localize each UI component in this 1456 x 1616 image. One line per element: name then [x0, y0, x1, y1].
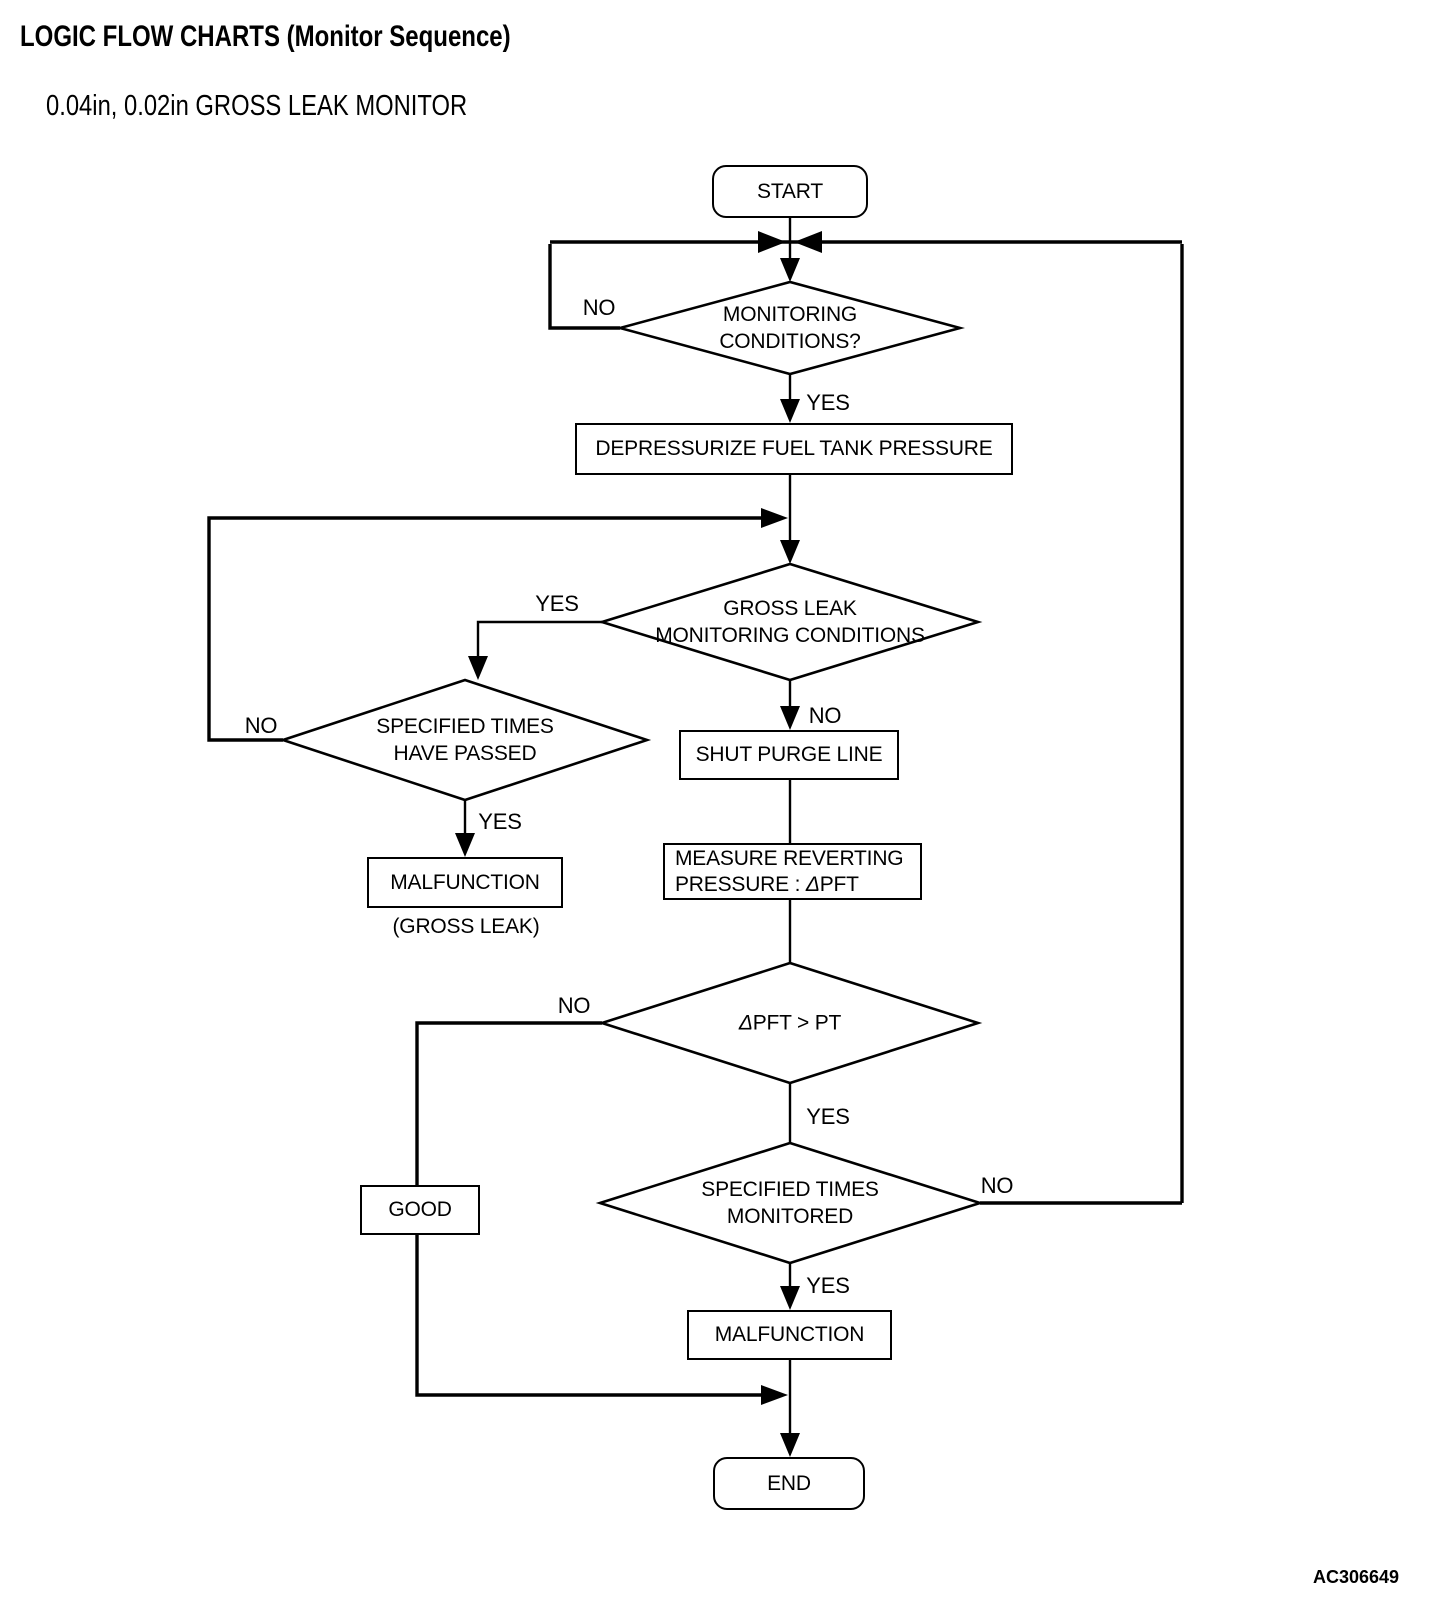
connector-monitoring-no-loop: [548, 244, 620, 330]
process-measure-reverting: MEASURE REVERTING PRESSURE : ΔPFT: [663, 843, 922, 900]
branch-label-monitoring-yes: YES: [806, 390, 850, 415]
arrowhead-into-malfunction: [780, 1286, 800, 1310]
arrowhead-into-times-passed-diamond: [468, 656, 488, 680]
process-good: GOOD: [360, 1185, 480, 1235]
start-terminal: START: [712, 165, 868, 218]
process-malfunction-gross-leak: MALFUNCTION: [367, 857, 563, 908]
branch-label-times-passed-no: NO: [244, 713, 278, 738]
arrowhead-into-end: [780, 1433, 800, 1457]
figure-code: AC306649: [1313, 1567, 1400, 1587]
malfunction-gross-leak-caption: (GROSS LEAK): [392, 915, 540, 938]
decision-dpft-gt-pt-shape: [597, 961, 983, 1085]
connector-gross-leak-yes: [476, 620, 602, 659]
arrowhead-junction-right-pointing: [758, 231, 786, 253]
decision-dpft-gt-pt-text: ΔPFT > PT: [738, 1011, 842, 1035]
decision-times-monitored-shape: [595, 1141, 985, 1265]
arrowhead-good-loop-into-line: [761, 1385, 788, 1405]
branch-label-dpft-yes: YES: [806, 1104, 850, 1129]
decision-gross-leak-conditions-shape: [597, 562, 983, 682]
decision-gross-leak-conditions-text: GROSS LEAK MONITORING CONDITIONS: [655, 597, 925, 647]
process-shut-purge-line: SHUT PURGE LINE: [679, 730, 899, 780]
decision-monitoring-conditions-shape: [615, 280, 965, 376]
branch-label-times-monitored-no: NO: [980, 1173, 1014, 1198]
delta-symbol: Δ: [738, 1011, 753, 1035]
connector-times-passed-no-return: [207, 516, 762, 742]
arrowhead-into-malfunction-gross: [455, 833, 475, 857]
branch-label-times-passed-yes: YES: [478, 809, 522, 834]
decision-times-passed-shape: [278, 678, 652, 802]
arrowhead-into-gross-leak-diamond: [780, 540, 800, 564]
end-terminal: END: [713, 1457, 865, 1510]
decision-times-monitored-text: SPECIFIED TIMES MONITORED: [701, 1178, 879, 1228]
page-title: LOGIC FLOW CHARTS (Monitor Sequence): [20, 20, 511, 53]
process-depressurize: DEPRESSURIZE FUEL TANK PRESSURE: [575, 423, 1013, 475]
connector-times-monitored-no-return: [980, 244, 1184, 1205]
process-malfunction: MALFUNCTION: [687, 1310, 892, 1360]
arrowhead-into-depressurize: [780, 399, 800, 423]
decision-monitoring-conditions-text: MONITORING CONDITIONS?: [719, 303, 861, 353]
measure-line1: MEASURE REVERTING: [675, 846, 904, 870]
branch-label-dpft-no: NO: [557, 993, 591, 1018]
decision-times-passed-text: SPECIFIED TIMES HAVE PASSED: [376, 715, 554, 765]
branch-label-times-monitored-yes: YES: [806, 1273, 850, 1298]
branch-label-monitoring-no: NO: [582, 295, 616, 320]
chart-subtitle: 0.04in, 0.02in GROSS LEAK MONITOR: [46, 90, 468, 122]
arrowhead-into-shut-purge: [780, 706, 800, 730]
arrowhead-left-return-into-line: [761, 508, 788, 528]
delta-symbol: Δ: [805, 872, 820, 896]
arrowhead-into-monitoring-diamond: [780, 258, 800, 282]
branch-label-gross-leak-yes: YES: [535, 591, 579, 616]
measure-line2: PRESSURE : ΔPFT: [675, 872, 859, 896]
branch-label-gross-leak-no: NO: [808, 703, 842, 728]
arrowhead-junction-left-pointing: [794, 231, 822, 253]
